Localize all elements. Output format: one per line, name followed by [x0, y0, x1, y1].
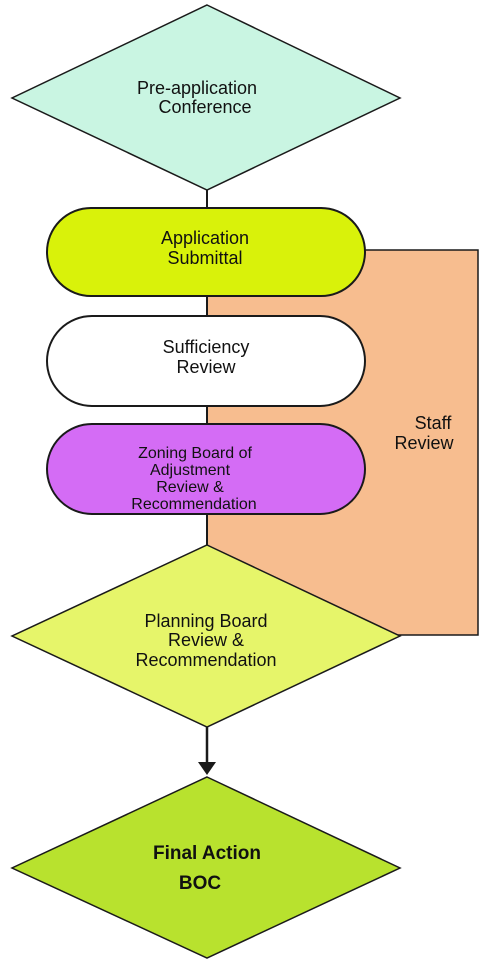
- zoning-label-line2: Adjustment: [150, 462, 231, 479]
- final-action-label-line2: BOC: [179, 873, 222, 894]
- zoning-label-line1: Zoning Board of: [138, 445, 252, 462]
- planning-label-line1: Planning Board: [144, 611, 267, 631]
- planning-label-line2: Review &: [168, 630, 244, 650]
- staff-review-label-line1: Staff: [415, 413, 453, 433]
- sufficiency-label-line2: Review: [176, 357, 236, 377]
- pre-application-diamond: [10, 4, 402, 191]
- final-action-label-line1: Final Action: [153, 843, 261, 864]
- pre-application-label-line1: Pre-application: [137, 78, 257, 98]
- zoning-label-line3: Review &: [156, 479, 224, 496]
- zoning-label-line4: Recommendation: [131, 496, 256, 513]
- final-action-diamond: [10, 776, 402, 959]
- planning-label-line3: Recommendation: [135, 650, 276, 670]
- application-submittal-pill: [46, 207, 366, 297]
- sufficiency-label-line1: Sufficiency: [163, 337, 250, 357]
- application-label-line2: Submittal: [167, 248, 242, 268]
- sufficiency-review-pill: [46, 315, 366, 407]
- zoning-board-pill: [46, 423, 366, 515]
- staff-review-label-line2: Review: [394, 433, 454, 453]
- pre-application-label-line2: Conference: [158, 97, 251, 117]
- application-label-line1: Application: [161, 228, 249, 248]
- arrowhead-icon: [198, 762, 216, 775]
